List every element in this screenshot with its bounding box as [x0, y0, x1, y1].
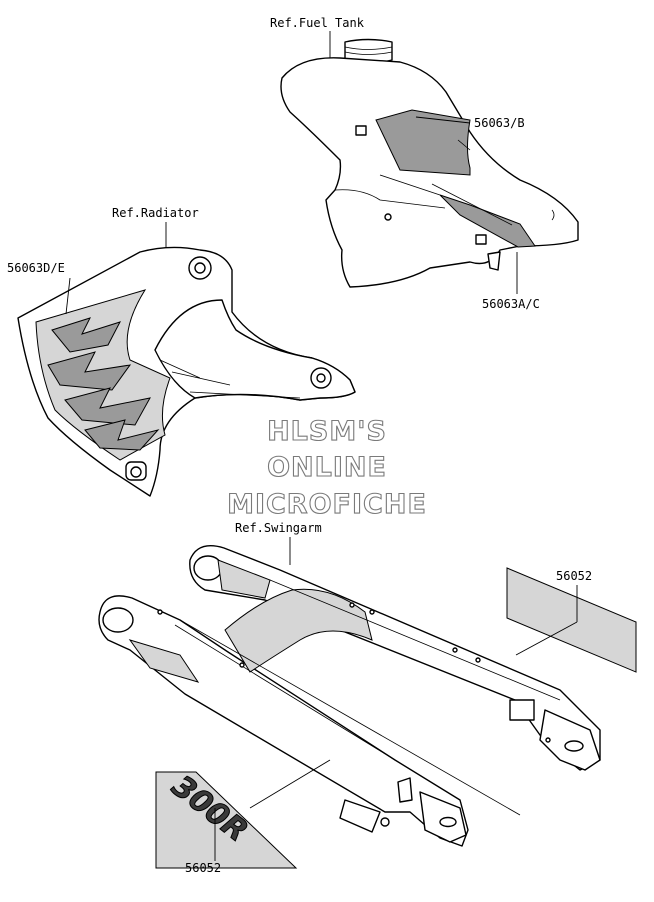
tank-decal-b-label: 56063/B: [474, 116, 525, 130]
tank-decal-ac-label: 56063A/C: [482, 297, 540, 311]
swingarm-ref-label: Ref.Swingarm: [235, 521, 322, 535]
radiator-ref-label: Ref.Radiator: [112, 206, 199, 220]
swingarm-decal-left-label: 56052: [185, 861, 221, 875]
swingarm-decal-left: 300R: [155, 768, 298, 869]
watermark-line-3: MICROFICHE: [227, 489, 427, 520]
radiator-shroud: [17, 246, 356, 497]
fuel-tank: [280, 38, 579, 288]
shroud-decal-de-label: 56063D/E: [7, 261, 65, 275]
watermark-line-2: ONLINE: [267, 452, 387, 483]
swingarm-decal-right-leader-2: [515, 621, 578, 656]
swingarm: [98, 545, 601, 847]
shroud-decal-de-leader: [65, 277, 71, 315]
swingarm-decal-right: [506, 567, 637, 673]
fuel-tank-ref-label: Ref.Fuel Tank: [270, 16, 365, 30]
swingarm-decal-left-leader-2: [249, 759, 331, 809]
swingarm-decal-right-label: 56052: [556, 569, 592, 583]
tank-decal-b-leader: [415, 116, 471, 124]
watermark-line-1: HLSM'S: [267, 416, 387, 447]
